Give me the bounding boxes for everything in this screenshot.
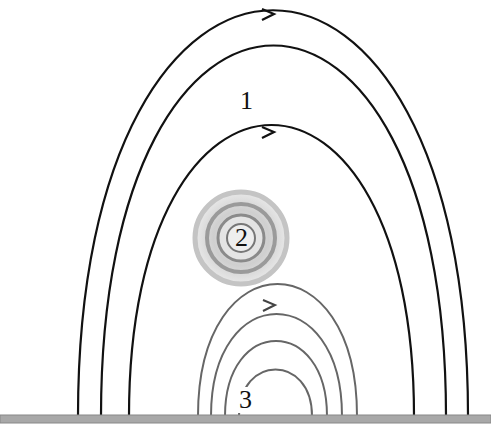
vortex-rings <box>195 192 287 284</box>
inner-field-lines <box>198 284 357 416</box>
callout-number: 3 <box>237 387 254 413</box>
ground-plate <box>0 415 491 423</box>
field-lines <box>78 9 468 416</box>
callout-number: 2 <box>235 225 248 251</box>
callout-number: 1 <box>238 88 255 114</box>
